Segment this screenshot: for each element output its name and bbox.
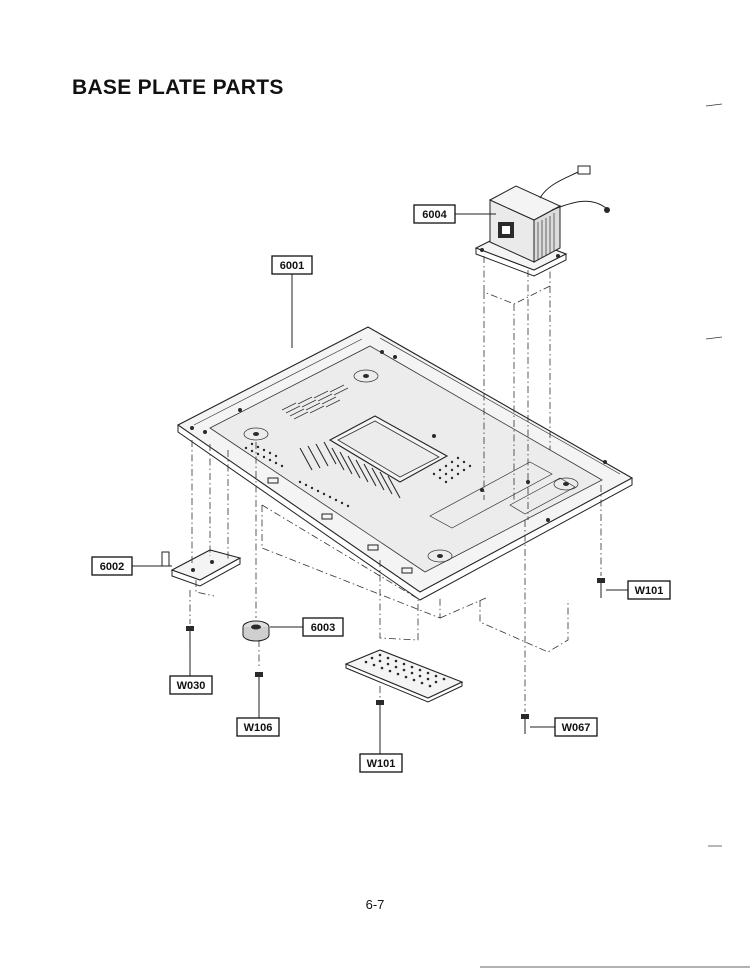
svg-text:W106: W106 xyxy=(244,722,273,734)
callout-w101-right: W101 xyxy=(627,580,671,600)
svg-text:6004: 6004 xyxy=(422,209,447,221)
screw-w030 xyxy=(186,626,194,646)
svg-text:W101: W101 xyxy=(635,585,664,597)
svg-text:6002: 6002 xyxy=(100,561,124,573)
callout-w101-center: W101 xyxy=(359,753,403,773)
transformer-part xyxy=(474,165,610,277)
callout-6004: 6004 xyxy=(413,204,456,224)
screw-w106 xyxy=(255,672,263,692)
callout-w030: W030 xyxy=(169,675,213,695)
screw-w067 xyxy=(521,714,529,734)
leader-lines xyxy=(132,213,628,754)
screw-w101-right xyxy=(597,578,605,598)
callout-6002: 6002 xyxy=(91,556,133,576)
callout-w106: W106 xyxy=(236,717,280,737)
svg-text:6003: 6003 xyxy=(311,622,335,634)
svg-text:W101: W101 xyxy=(367,758,396,770)
callout-6001: 6001 xyxy=(271,255,313,275)
page-number: 6-7 xyxy=(365,897,385,912)
assembly-centerlines xyxy=(189,256,602,712)
grille-cover-part xyxy=(344,649,464,703)
foot-part xyxy=(242,620,270,642)
margin-marks xyxy=(480,103,750,968)
svg-text:W030: W030 xyxy=(177,680,206,692)
svg-text:6001: 6001 xyxy=(280,260,304,272)
svg-text:W067: W067 xyxy=(562,722,591,734)
callout-6003: 6003 xyxy=(302,617,344,637)
bracket-part xyxy=(161,549,242,587)
page-title: BASE PLATE PARTS xyxy=(72,76,284,99)
callout-w067: W067 xyxy=(554,717,598,737)
base-plate-part xyxy=(176,326,634,601)
screw-w101-center xyxy=(376,700,384,720)
